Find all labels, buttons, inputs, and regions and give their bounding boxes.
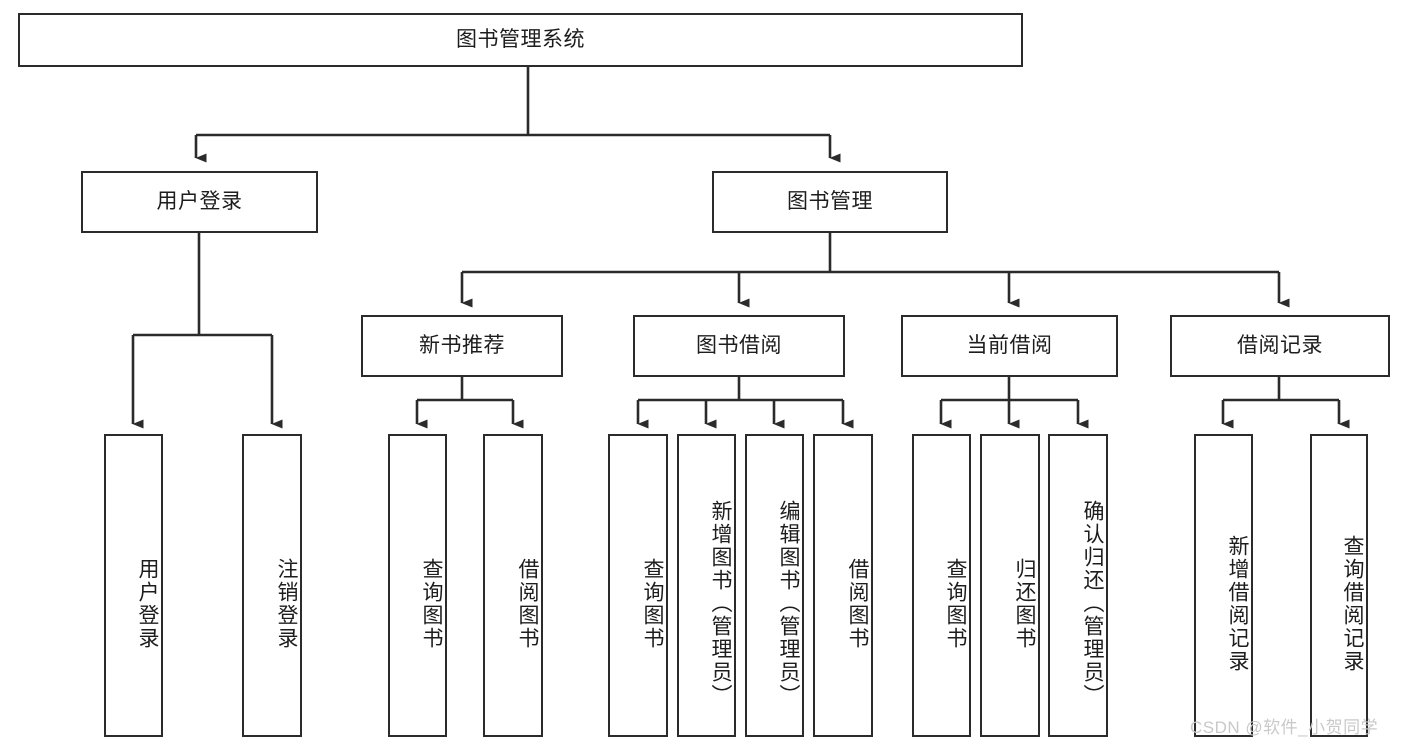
leaf-confirm-return-admin[interactable]: 确认归还（管理员）	[1048, 434, 1108, 737]
leaf-add-borrow-record[interactable]: 新增借阅记录	[1194, 434, 1253, 737]
node-label: 查询图书	[944, 557, 967, 650]
node-label: 用户登录	[156, 189, 243, 213]
node-label: 借阅记录	[1237, 333, 1323, 357]
leaf-return-book[interactable]: 归还图书	[980, 434, 1040, 737]
leaf-query-book-recommend[interactable]: 查询图书	[388, 434, 447, 737]
leaf-add-book-admin[interactable]: 新增图书（管理员）	[677, 434, 736, 737]
node-user-login[interactable]: 用户登录	[81, 171, 318, 233]
node-new-book-recommend[interactable]: 新书推荐	[361, 315, 563, 377]
node-root[interactable]: 图书管理系统	[18, 13, 1023, 67]
node-label: 图书借阅	[696, 333, 782, 357]
node-book-management[interactable]: 图书管理	[712, 171, 948, 233]
node-label: 借阅图书	[846, 557, 869, 650]
leaf-borrow-book-recommend[interactable]: 借阅图书	[483, 434, 543, 737]
node-label: 图书管理	[787, 189, 873, 213]
node-label: 查询图书	[641, 557, 664, 650]
node-label: 新增借阅记录	[1226, 534, 1249, 673]
node-label: 确认归还（管理员）	[1081, 500, 1104, 707]
node-label: 借阅图书	[516, 557, 539, 650]
leaf-edit-book-admin[interactable]: 编辑图书（管理员）	[745, 434, 804, 737]
node-current-borrow[interactable]: 当前借阅	[901, 315, 1118, 377]
leaf-query-borrow-record[interactable]: 查询借阅记录	[1310, 434, 1368, 737]
node-label: 当前借阅	[966, 333, 1053, 357]
node-label: 图书管理系统	[456, 27, 585, 51]
leaf-borrow-book[interactable]: 借阅图书	[813, 434, 873, 737]
node-label: 归还图书	[1013, 557, 1036, 650]
node-label: 编辑图书（管理员）	[777, 500, 800, 707]
leaf-query-book-current[interactable]: 查询图书	[912, 434, 971, 737]
leaf-user-login[interactable]: 用户登录	[104, 434, 163, 737]
watermark: CSDN @软件_小贺同学	[1190, 718, 1379, 737]
node-borrow-record[interactable]: 借阅记录	[1170, 315, 1390, 377]
leaf-logout[interactable]: 注销登录	[242, 434, 302, 737]
node-label: 查询图书	[420, 557, 443, 650]
node-label: 新书推荐	[419, 333, 505, 357]
node-label: 新增图书（管理员）	[709, 500, 732, 707]
node-label: 注销登录	[275, 557, 298, 650]
node-book-borrow[interactable]: 图书借阅	[633, 315, 845, 377]
node-label: 查询借阅记录	[1341, 534, 1364, 673]
leaf-query-book-borrow[interactable]: 查询图书	[608, 434, 668, 737]
node-label: 用户登录	[136, 557, 159, 650]
